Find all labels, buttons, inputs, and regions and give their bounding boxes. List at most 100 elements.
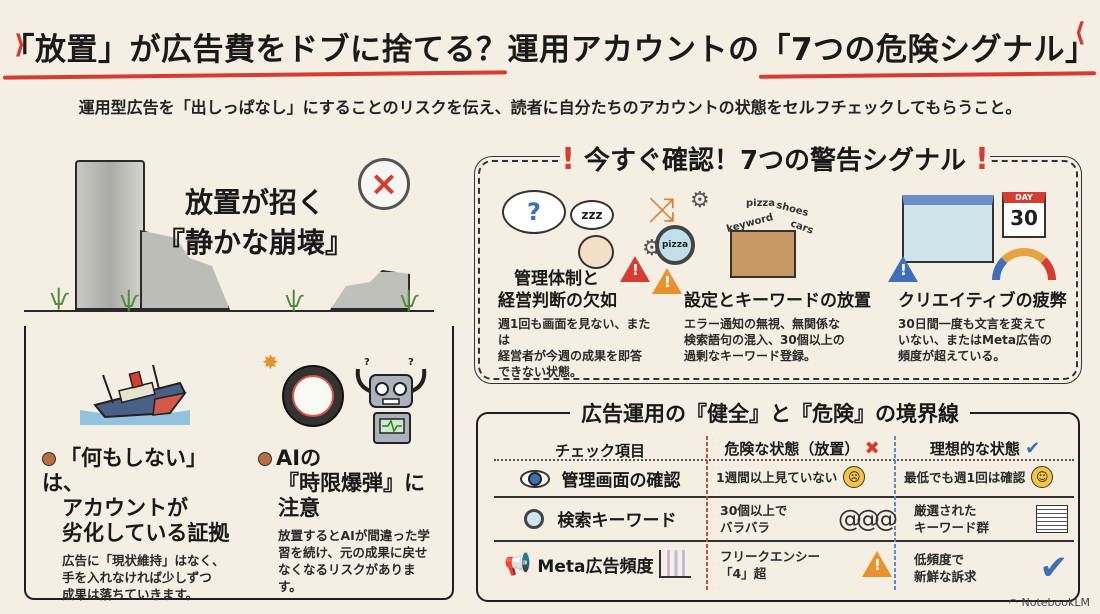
point-body-line: 手を入れなければ少しずつ bbox=[62, 570, 212, 585]
danger-text: バラバラ bbox=[720, 520, 770, 535]
stopwatch-x-icon: × bbox=[358, 158, 410, 210]
point-body-line: 成果は落ちていきます。 bbox=[62, 587, 199, 602]
tangled-arrows-icon: ⤨ bbox=[648, 190, 676, 230]
signal-creative-fatigue: クリエイティブの疲弊 30日間一度も文言を変えて いない、またはMeta広告の … bbox=[898, 290, 1068, 364]
notebooklm-logo-icon: ◠ bbox=[1008, 596, 1019, 609]
bullet-icon bbox=[42, 452, 56, 466]
keyword-box-icon bbox=[730, 230, 796, 278]
point-title-line: アカウントが bbox=[62, 496, 188, 520]
point-title: AIの bbox=[258, 446, 438, 471]
rubble-illustration bbox=[330, 270, 410, 310]
signal-body-line: エラー通知の無視、無関係な bbox=[684, 317, 841, 331]
point-title-line: 劣化している証拠 bbox=[62, 521, 230, 545]
warning-icon-wrap bbox=[862, 551, 892, 579]
ideal-text: 新鮮な訴求 bbox=[914, 569, 977, 584]
table-row: 📢 Meta広告頻度 bbox=[504, 550, 704, 578]
left-panel-frame bbox=[24, 326, 454, 600]
x-mark-icon: ✖ bbox=[864, 438, 880, 459]
calendar-day-number: 30 bbox=[1010, 206, 1038, 230]
eye-icon bbox=[519, 469, 550, 488]
collapse-heading-line2: 『静かな崩壊』 bbox=[156, 226, 353, 259]
sleeping-person-icon bbox=[578, 235, 614, 269]
point-title-line: 注意 bbox=[278, 496, 320, 520]
point-ai-time-bomb: AIの 『時限爆弾』に 注意 放置するとAIが間違った学 習を続け、元の成果に戻… bbox=[258, 446, 438, 595]
column-divider-red bbox=[706, 436, 708, 592]
header-divider bbox=[494, 458, 1074, 461]
brand-watermark: ◠ NotebookLM bbox=[1008, 596, 1090, 609]
check-item-label: 検索キーワード bbox=[557, 511, 677, 531]
ideal-text: 最低でも週1回は確認 bbox=[904, 469, 1026, 485]
title-middle: 運用アカウントの bbox=[507, 32, 760, 68]
fatigue-gauge-icon bbox=[992, 248, 1056, 280]
warning-icon bbox=[888, 256, 918, 282]
danger-text: 30個以上で bbox=[720, 503, 788, 518]
exclamation-icon: ! bbox=[561, 142, 575, 177]
page-subtitle: 運用型広告を「出しっぱなし」にすることのリスクを伝え、読者に自分たちのアカウント… bbox=[78, 98, 1022, 117]
calendar-icon: DAY 30 bbox=[1002, 192, 1046, 238]
title-highlight-2: 「7つの危険シグナル」 bbox=[759, 24, 1096, 69]
tangle-icon: @@@ bbox=[838, 505, 898, 533]
ideal-cell: 最低でも週1回は確認 ☺ bbox=[904, 466, 1074, 488]
point-title-line: 「何もしない」は、 bbox=[42, 446, 207, 495]
point-body-line: 習を続け、元の成果に戻せ bbox=[278, 545, 428, 560]
signal-body-line: 過剰なキーワード登録。 bbox=[684, 349, 817, 363]
column-header-danger: 危険な状態（放置） ✖ bbox=[712, 438, 892, 459]
signal-management: 管理体制と 経営判断の欠如 週1回も画面を見ない、または 経営者が今週の成果を即… bbox=[498, 268, 658, 380]
title-highlight-1: 「放置」が広告費をドブに捨てる？ bbox=[3, 24, 507, 69]
signal-title: 経営判断の欠如 bbox=[498, 291, 617, 311]
point-title: 「何もしない」は、 bbox=[42, 446, 242, 496]
signal-title: クリエイティブの疲弊 bbox=[898, 291, 1067, 311]
danger-cell: 1週間以上見ていない ☹ bbox=[716, 466, 892, 488]
column-header-danger-label: 危険な状態（放置） bbox=[724, 440, 860, 458]
point-body-line: 広告に「現状維持」はなく、 bbox=[62, 553, 225, 568]
grass-icon: ѱ bbox=[50, 286, 70, 311]
happy-face-icon: ☺ bbox=[1031, 466, 1054, 488]
megaphone-icon: 📢 bbox=[504, 551, 532, 577]
ideal-text: 厳選された bbox=[914, 503, 977, 518]
confused-robot-illustration: ? ? bbox=[355, 357, 427, 444]
signal-body-line: 週1回も画面を見ない、または bbox=[498, 317, 651, 347]
ideal-text: キーワード群 bbox=[914, 520, 990, 535]
brand-label: NotebookLM bbox=[1021, 596, 1090, 609]
column-header-ideal: 理想的な状態 ✔ bbox=[900, 438, 1070, 459]
bullet-icon bbox=[258, 452, 272, 466]
signal-settings-keywords: 設定とキーワードの放置 エラー通知の無視、無関係な 検索語句の混入、30個以上の… bbox=[684, 290, 884, 364]
signal-body-line: いない、またはMeta広告の bbox=[898, 333, 1052, 347]
point-nothing-done: 「何もしない」は、 アカウントが 劣化している証拠 広告に「現状維持」はなく、 … bbox=[42, 446, 242, 603]
svg-text:?: ? bbox=[408, 357, 414, 368]
warning-icon bbox=[862, 551, 892, 577]
cracked-browser-icon bbox=[902, 195, 994, 263]
point-body-line: なくなるリスクがあります。 bbox=[278, 562, 416, 594]
signal-body-line: 頻度が超えている。 bbox=[898, 349, 1006, 363]
check-icon: ✔ bbox=[1025, 438, 1041, 459]
ground-line bbox=[24, 310, 434, 312]
signal-title: 設定とキーワードの放置 bbox=[684, 291, 871, 311]
question-cloud-icon: ? bbox=[502, 190, 566, 234]
ideal-cell: 低頻度で 新鮮な訴求 ✔ bbox=[914, 548, 1068, 588]
svg-text:?: ? bbox=[364, 357, 370, 368]
magnifier-icon: pizza bbox=[655, 225, 695, 265]
exclamation-icon: ! bbox=[975, 142, 989, 177]
column-header-ideal-label: 理想的な状態 bbox=[929, 440, 1020, 458]
signal-body-line: 検索語句の混入、30個以上の bbox=[684, 333, 845, 347]
ideal-text: 低頻度で bbox=[914, 552, 965, 567]
calendar-month-label: DAY bbox=[1015, 193, 1033, 202]
table-row: 管理画面の確認 bbox=[500, 466, 700, 491]
grass-icon: ѱ bbox=[285, 288, 305, 313]
collapse-heading: 放置が招く 『静かな崩壊』 bbox=[150, 183, 360, 263]
signal-title: 管理体制と bbox=[514, 269, 599, 289]
signals-title-text: 今すぐ確認！7つの警告シグナル bbox=[583, 146, 967, 176]
sad-face-icon: ☹ bbox=[843, 466, 866, 488]
page-title: 「放置」が広告費をドブに捨てる？運用アカウントの「7つの危険シグナル」 bbox=[0, 24, 1100, 69]
collapse-heading-line1: 放置が招く bbox=[184, 186, 325, 219]
warning-icon bbox=[652, 268, 682, 294]
column-divider-blue bbox=[894, 436, 896, 592]
column-header-item: チェック項目 bbox=[554, 442, 645, 460]
danger-cell: フリークエンシー 「4」超 bbox=[720, 548, 892, 582]
rising-chart-icon bbox=[659, 550, 692, 578]
point-title-line: AIの bbox=[276, 446, 322, 470]
sinking-ship-illustration bbox=[80, 365, 190, 425]
danger-text: 1週間以上見ていない bbox=[716, 469, 838, 485]
check-icon: ✔ bbox=[1039, 548, 1069, 588]
bomb-clock-icon bbox=[282, 365, 344, 427]
